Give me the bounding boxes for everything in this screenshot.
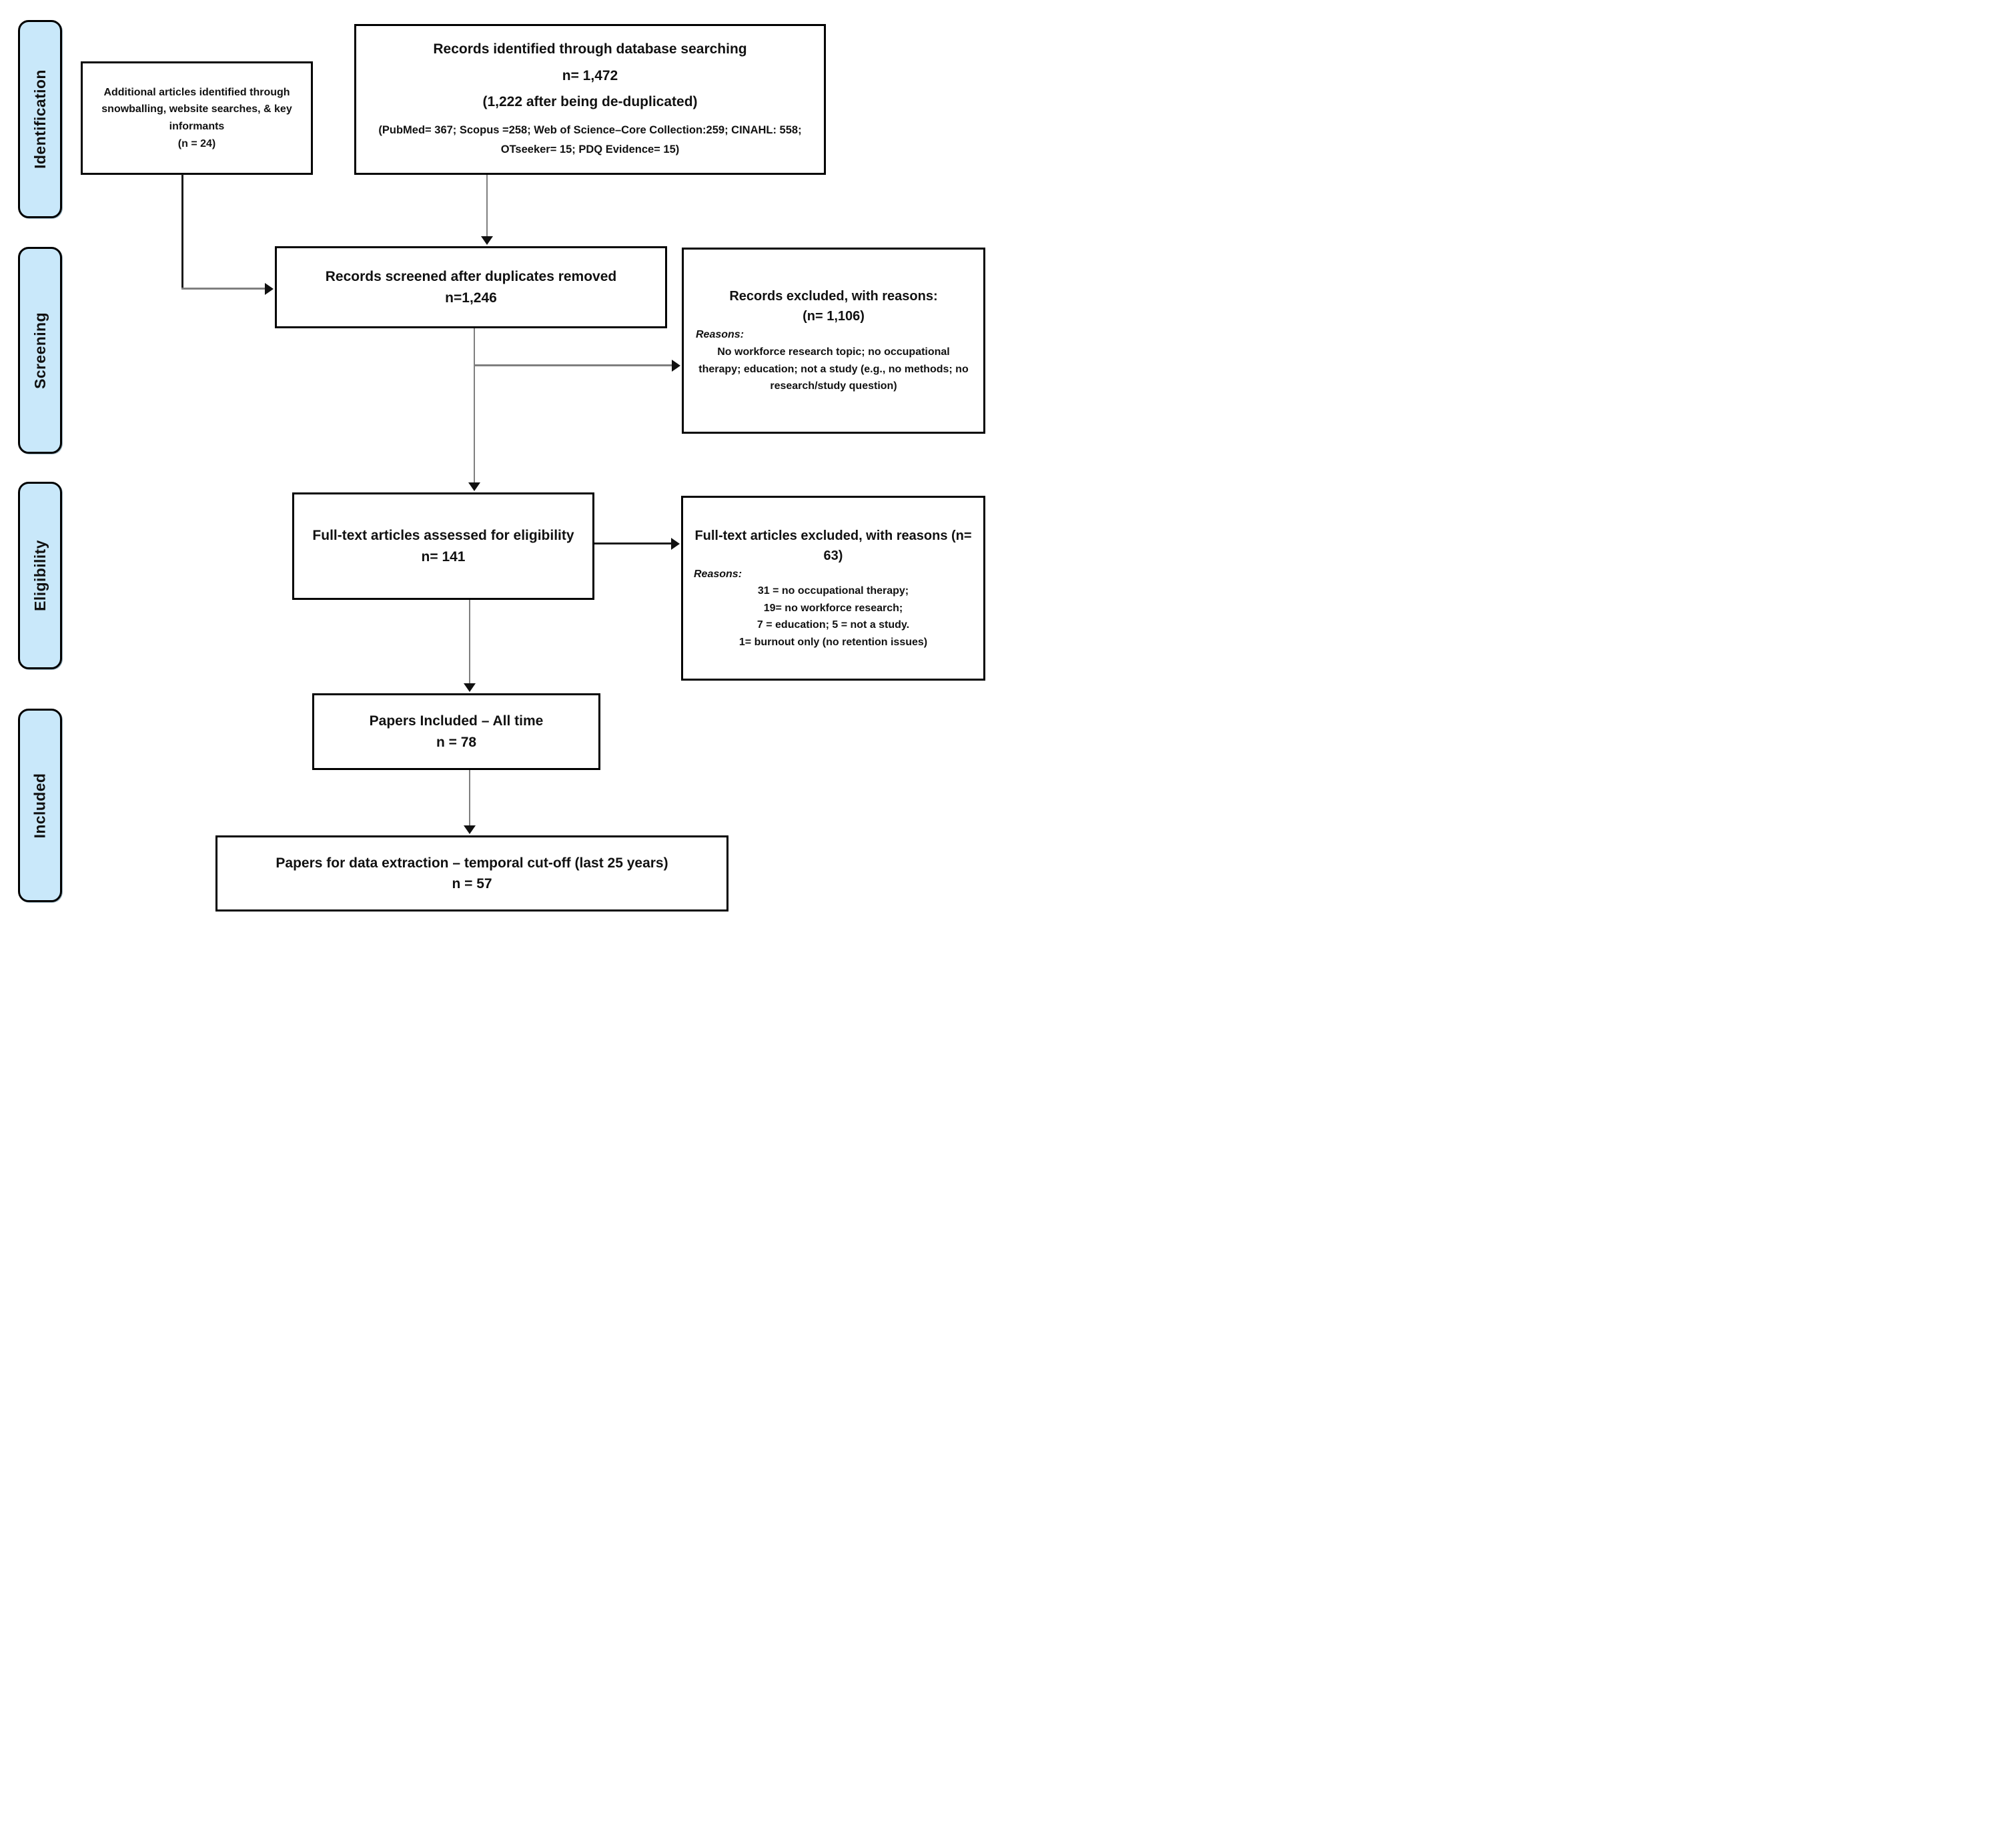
stage-label-text: Identification [31,69,49,169]
box-n-value: n= 141 [421,548,466,565]
stage-label-text: Screening [31,312,49,389]
reasons-label: Reasons: [694,568,742,580]
box-title: Papers for data extraction – temporal cu… [276,855,668,871]
stage-label-screening: Screening [18,247,62,454]
reasons-text: No workforce research topic; no occupati… [698,346,969,392]
stage-label-text: Included [31,773,49,838]
arrow-shaft [474,364,672,366]
box-records-excluded: Records excluded, with reasons: (n= 1,10… [682,248,985,434]
reasons-label: Reasons: [696,329,744,341]
box-papers-included: Papers Included – All time n = 78 [312,693,600,770]
box-title: Papers Included – All time [369,713,544,729]
arrow-shaft [486,175,488,236]
stage-label-eligibility: Eligibility [18,482,62,669]
arrow-shaft [469,770,470,826]
arrow-shaft [474,328,475,483]
reason-line: 19= no workforce research; [763,602,903,614]
stage-label-included: Included [18,709,62,902]
stage-label-identification: Identification [18,20,62,218]
prisma-flow-diagram: Identification Screening Eligibility Inc… [0,0,1008,924]
dedup-note: (1,222 after being de-duplicated) [482,94,698,110]
box-n-value: n= 1,472 [562,67,618,83]
box-title: Full-text articles excluded, with reason… [694,528,972,563]
arrowhead-right-icon [265,283,274,295]
arrowhead-down-icon [464,683,476,692]
arrowhead-down-icon [464,825,476,834]
arrowhead-right-icon [671,538,680,550]
arrowhead-right-icon [672,360,680,372]
box-title: Records excluded, with reasons: [729,289,938,304]
box-n-value: n = 57 [452,876,492,891]
reason-line: 1= burnout only (no retention issues) [738,636,928,648]
box-fulltext-assessed: Full-text articles assessed for eligibil… [292,492,594,600]
reason-line: 31 = no occupational therapy; [757,585,909,597]
box-additional-articles: Additional articles identified through s… [81,61,313,175]
box-n-value: n=1,246 [445,290,497,306]
arrow-shaft [469,600,470,684]
arrow-shaft [181,174,183,289]
box-n-value: (n= 1,106) [803,309,865,324]
box-title: Full-text articles assessed for eligibil… [312,528,574,543]
box-records-screened: Records screened after duplicates remove… [275,246,667,328]
box-records-identified: Records identified through database sear… [354,24,826,175]
arrow-shaft [181,288,266,290]
box-title: Records identified through database sear… [433,41,747,57]
box-n-value: n = 78 [436,734,477,750]
box-papers-data-extraction: Papers for data extraction – temporal cu… [215,835,728,911]
box-n-value: (n = 24) [177,137,216,149]
arrowhead-down-icon [481,236,493,245]
reason-line: 7 = education; 5 = not a study. [757,619,910,631]
arrowhead-down-icon [468,482,480,491]
database-sources-note: (PubMed= 367; Scopus =258; Web of Scienc… [378,123,802,156]
box-body-text: Additional articles identified through s… [101,86,292,132]
arrow-shaft [594,542,672,544]
box-title: Records screened after duplicates remove… [325,269,617,284]
stage-label-text: Eligibility [31,540,49,611]
box-fulltext-excluded: Full-text articles excluded, with reason… [681,496,985,681]
